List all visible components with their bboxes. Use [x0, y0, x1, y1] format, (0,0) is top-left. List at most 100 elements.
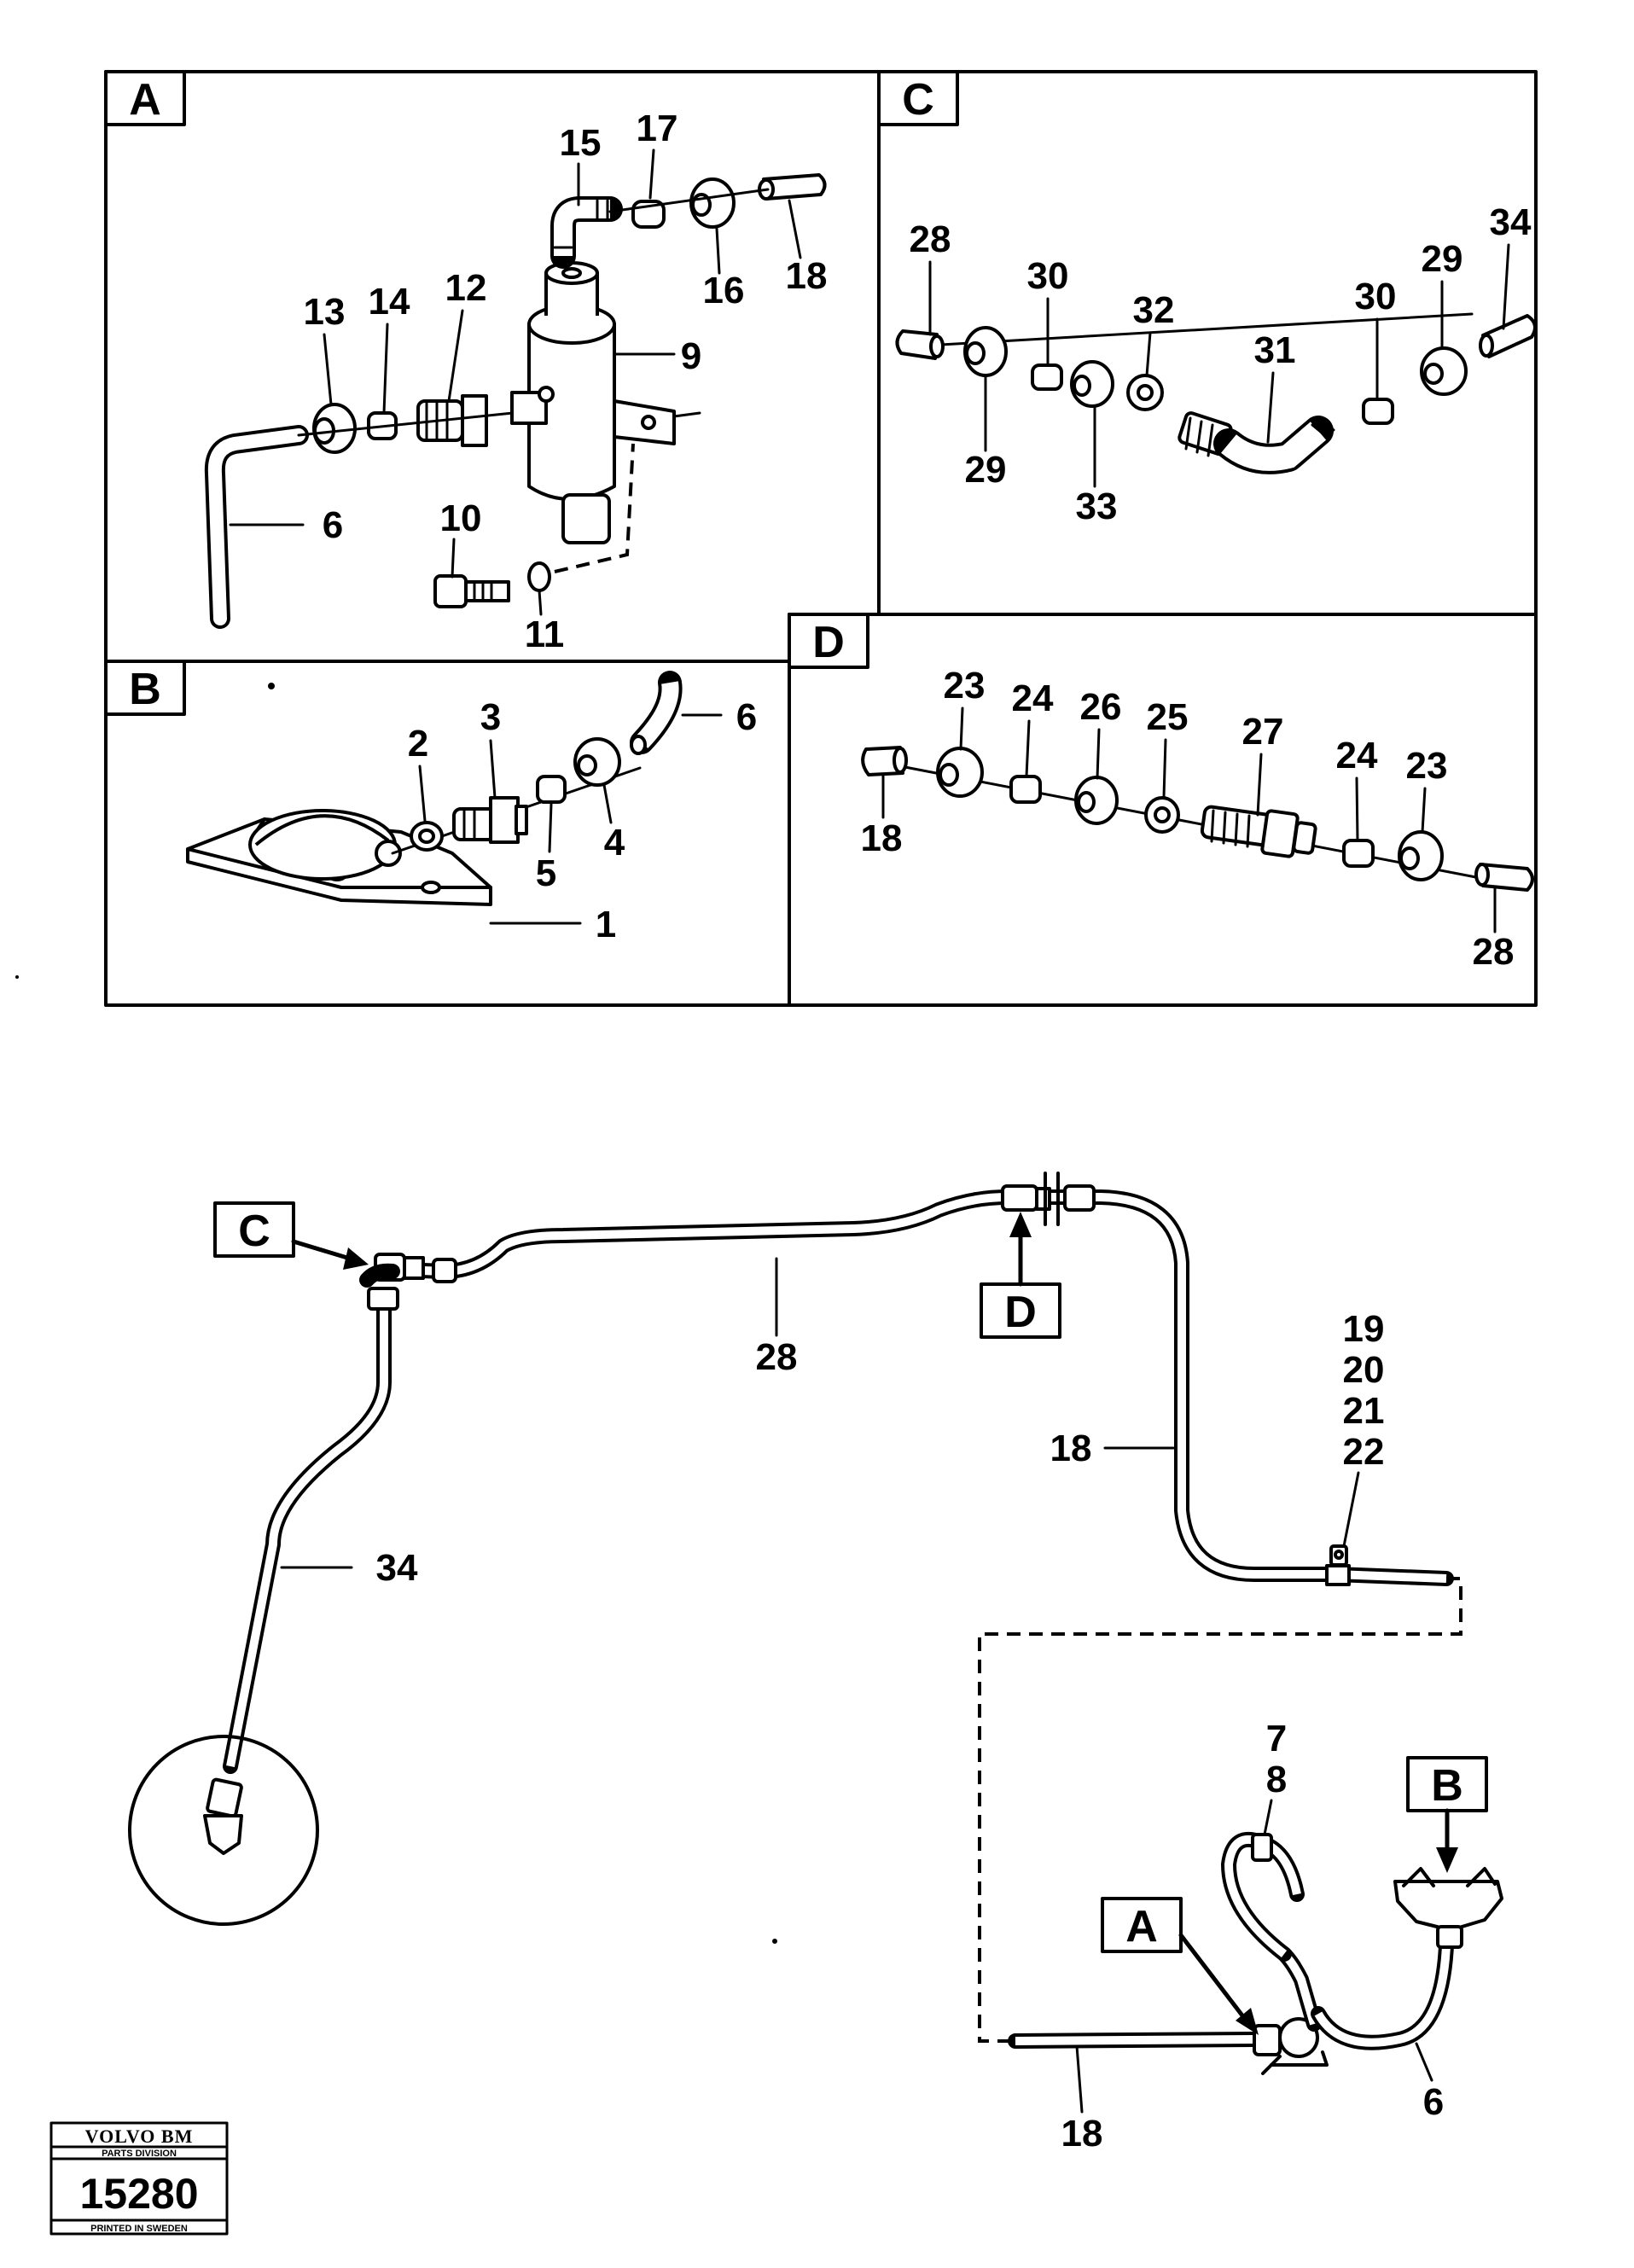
overview-tag-c: C — [238, 1207, 270, 1256]
label-14: 14 — [369, 281, 410, 323]
label-7: 7 — [1266, 1718, 1287, 1759]
panel-c-labels: 28 30 32 31 30 29 34 29 33 — [910, 201, 1532, 527]
label-15: 15 — [560, 122, 602, 164]
label-6: 6 — [323, 504, 343, 546]
label-16: 16 — [703, 270, 745, 311]
pedal-b-overview — [1393, 1880, 1503, 1932]
tube-28-d — [1479, 863, 1534, 892]
panel-d-labels: 23 24 26 25 27 24 23 18 28 — [861, 665, 1515, 973]
stamp-brand: VOLVO BM — [85, 2126, 194, 2147]
tube-28-c — [895, 329, 939, 360]
sleeve-30-left — [1031, 363, 1063, 391]
tube-34 — [1481, 314, 1537, 358]
overview-labels: 28 34 18 19 20 21 22 7 8 6 18 — [280, 1257, 1444, 2155]
panel-c-tagbox — [877, 70, 959, 126]
fitting-d — [1001, 1184, 1038, 1212]
label-28-overview: 28 — [756, 1336, 798, 1378]
label-24-right: 24 — [1336, 735, 1378, 776]
label-32: 32 — [1133, 289, 1175, 331]
label-23-left: 23 — [944, 665, 986, 707]
overview-tag-a: A — [1125, 1902, 1158, 1951]
label-17: 17 — [637, 108, 678, 149]
stamp-division: PARTS DIVISION — [102, 2149, 177, 2159]
label-18-lower: 18 — [1061, 2113, 1103, 2155]
sleeve-24-right — [1342, 839, 1375, 868]
label-11: 11 — [525, 614, 565, 655]
label-5: 5 — [536, 852, 556, 894]
label-25: 25 — [1147, 696, 1189, 738]
panel-a-tag: A — [129, 75, 161, 125]
tube-34-overview — [223, 1291, 392, 1774]
label-2: 2 — [408, 723, 428, 765]
label-26: 26 — [1080, 686, 1122, 728]
panel-a-labels: 15 17 16 18 13 14 12 9 6 10 11 — [229, 108, 828, 655]
tube-28-overview — [393, 1189, 1343, 1582]
label-27: 27 — [1242, 711, 1284, 753]
hose-6-overview — [1311, 1938, 1454, 2050]
label-34-overview: 34 — [376, 1547, 418, 1589]
overview-tags: C D A B — [213, 1201, 1488, 2035]
label-10: 10 — [440, 497, 482, 539]
overview-lines — [15, 975, 1503, 2075]
label-28-c: 28 — [910, 218, 951, 260]
label-6-overview: 6 — [1423, 2081, 1444, 2123]
panel-c-tag: C — [902, 75, 934, 125]
sleeve-30-right — [1362, 398, 1394, 425]
panel-b-tag: B — [129, 665, 161, 714]
tube-18-d — [861, 746, 904, 776]
label-29-right: 29 — [1422, 238, 1463, 280]
panel-d-parts — [861, 746, 1534, 892]
volvo-parts-stamp: VOLVO BM PARTS DIVISION 15280 PRINTED IN… — [49, 2121, 229, 2236]
label-30-left: 30 — [1027, 255, 1069, 297]
label-9: 9 — [681, 335, 701, 377]
panel-b-labels: 2 3 5 4 6 1 — [408, 696, 757, 945]
panel-c-parts — [895, 312, 1537, 474]
label-1: 1 — [596, 904, 616, 945]
panel-a-parts — [204, 173, 827, 629]
sleeve-5 — [536, 775, 567, 804]
tube-18-dashed — [978, 1577, 1462, 2043]
label-20: 20 — [1343, 1349, 1385, 1391]
label-24-left: 24 — [1012, 677, 1054, 719]
label-28-d: 28 — [1473, 931, 1515, 973]
clip-19-22 — [1325, 1564, 1351, 1586]
label-18-d: 18 — [861, 817, 903, 859]
tube-18 — [762, 173, 827, 201]
stamp-number: 15280 — [79, 2170, 198, 2218]
hose-6-outline — [204, 425, 309, 629]
label-13: 13 — [304, 291, 346, 333]
valve-a-overview — [1253, 2024, 1282, 2056]
overview-tag-d: D — [1004, 1288, 1037, 1337]
gauge-circle — [128, 1735, 319, 1926]
stamp-printed: PRINTED IN SWEDEN — [90, 2224, 188, 2234]
label-34-c: 34 — [1490, 201, 1532, 243]
washer-11 — [527, 561, 551, 592]
label-21: 21 — [1343, 1390, 1385, 1432]
panel-a-tagbox — [104, 70, 186, 126]
panel-d-tag: D — [812, 618, 845, 667]
label-31: 31 — [1254, 329, 1296, 371]
panel-d-tagbox — [788, 613, 869, 669]
label-6-b: 6 — [736, 696, 757, 738]
label-18: 18 — [786, 255, 828, 297]
label-3: 3 — [480, 696, 501, 738]
sleeve-24-left — [1009, 775, 1042, 804]
label-8: 8 — [1266, 1759, 1287, 1800]
label-4: 4 — [604, 822, 625, 864]
panel-b-tagbox — [104, 660, 186, 716]
overview-tag-a-box — [1101, 1897, 1183, 1953]
panel-b-parts — [186, 671, 683, 906]
screw-10 — [433, 574, 468, 608]
label-18-upper: 18 — [1050, 1428, 1092, 1469]
label-30-right: 30 — [1355, 276, 1397, 317]
panel-frames: A C B D — [104, 70, 1538, 1007]
label-23-right: 23 — [1406, 745, 1448, 787]
label-19: 19 — [1343, 1308, 1385, 1350]
label-12: 12 — [445, 267, 487, 309]
label-29-left: 29 — [965, 449, 1007, 491]
label-22: 22 — [1343, 1431, 1385, 1473]
outer-frame — [104, 70, 1538, 1007]
overview-tag-b: B — [1431, 1761, 1463, 1811]
overview-tag-c-box — [213, 1201, 295, 1258]
